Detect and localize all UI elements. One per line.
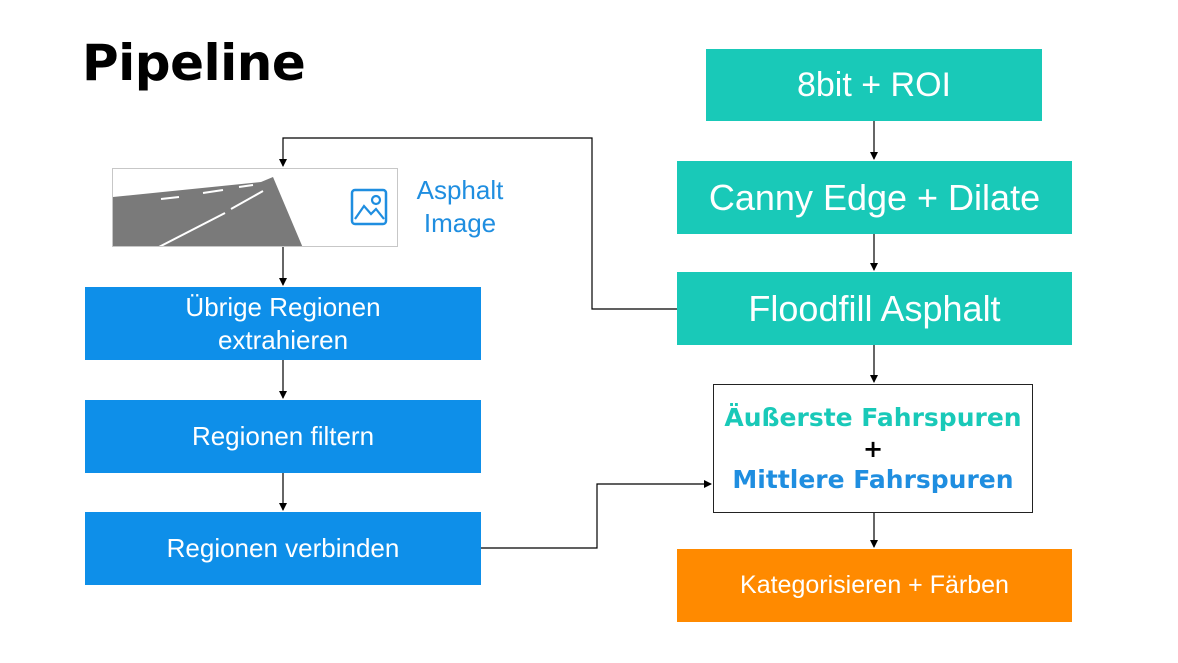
connect-step-label: Regionen verbinden bbox=[166, 533, 400, 563]
canny-step[interactable]: Canny Edge + Dilate bbox=[677, 161, 1072, 234]
filter-step[interactable]: Regionen filtern bbox=[85, 400, 481, 473]
connect-step[interactable]: Regionen verbinden bbox=[85, 512, 481, 585]
floodfill-step-label: Floodfill Asphalt bbox=[748, 287, 1001, 329]
canny-step-label: Canny Edge + Dilate bbox=[708, 176, 1041, 218]
floodfill-step[interactable]: Floodfill Asphalt bbox=[677, 272, 1072, 345]
extract-step-line1: Übrige Regionen bbox=[185, 292, 381, 322]
image-placeholder-label: Asphalt Image bbox=[416, 175, 504, 238]
image-icon bbox=[350, 188, 388, 226]
roi-step-label: 8bit + ROI bbox=[796, 65, 951, 104]
extract-step[interactable]: Übrige Regionen extrahieren bbox=[85, 287, 481, 360]
roi-step[interactable]: 8bit + ROI bbox=[706, 49, 1042, 121]
middle-lanes-label: Mittlere Fahrspuren bbox=[732, 464, 1014, 494]
plus-label: + bbox=[862, 434, 884, 463]
page-title: Pipeline bbox=[82, 34, 306, 92]
arrow-connect-lanes bbox=[481, 480, 712, 549]
categorize-step[interactable]: Kategorisieren + Färben bbox=[677, 549, 1072, 622]
outer-lanes-label: Äußerste Fahrspuren bbox=[724, 403, 1022, 433]
extract-step-line2: extrahieren bbox=[217, 324, 349, 355]
filter-step-label: Regionen filtern bbox=[191, 421, 375, 451]
asphalt-road-icon bbox=[113, 177, 303, 246]
lanes-step[interactable]: Äußerste Fahrspuren + Mittlere Fahrspure… bbox=[713, 384, 1033, 513]
categorize-step-label: Kategorisieren + Färben bbox=[740, 571, 1009, 599]
